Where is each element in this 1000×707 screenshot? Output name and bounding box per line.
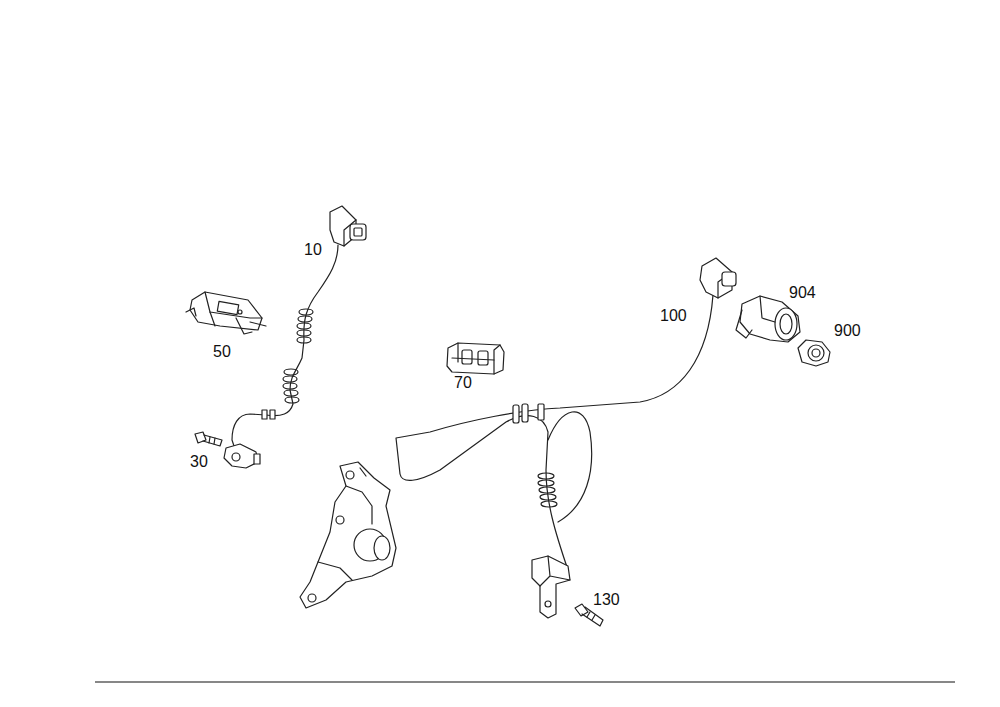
callout-number: 904: [787, 284, 818, 302]
callout-number: 130: [591, 591, 622, 609]
clip-70: [447, 343, 504, 374]
steering-knuckle: [300, 462, 396, 608]
callout-number: 100: [658, 307, 689, 325]
callout-number: 900: [832, 322, 863, 340]
grommet-900: [798, 340, 830, 366]
holder-904: [736, 296, 800, 342]
callout-number: 10: [302, 241, 324, 259]
bolt-30: [195, 432, 222, 446]
callout-number: 30: [188, 453, 210, 471]
sensor-cable-10: [224, 206, 366, 468]
callout-number: 50: [211, 343, 233, 361]
callout-number: 70: [452, 374, 474, 392]
sensor-cable-100: [396, 258, 736, 570]
bracket-50: [186, 292, 266, 334]
footer-rule: [95, 681, 955, 682]
